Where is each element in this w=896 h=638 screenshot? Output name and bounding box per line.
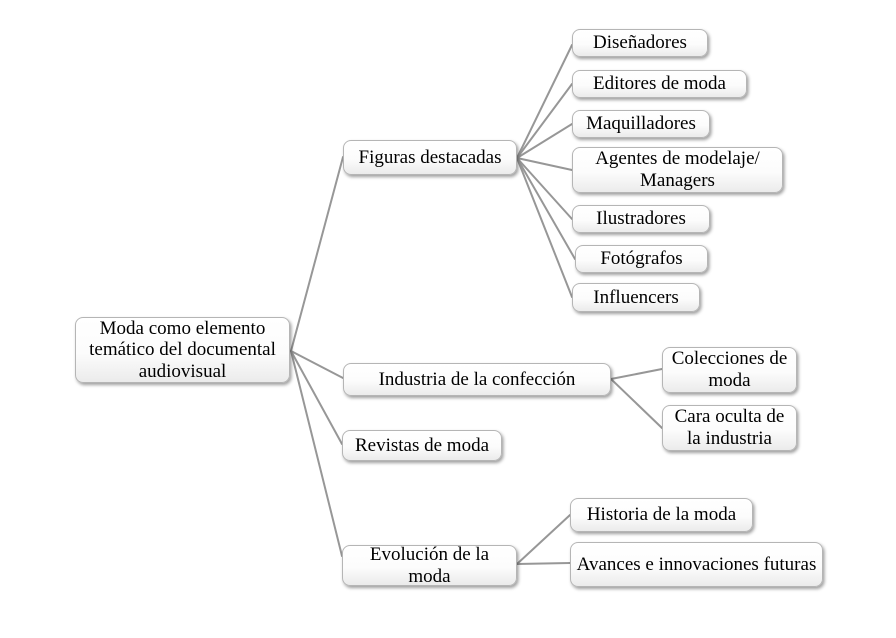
connector-line [516,83,573,159]
connector-line [516,157,573,171]
node-fotografos[interactable]: Fotógrafos [575,245,708,273]
connector-line [610,378,663,429]
connector-line [290,350,343,557]
node-maquilladores[interactable]: Maquilladores [572,110,710,138]
node-revistas-de-moda[interactable]: Revistas de moda [342,430,502,461]
node-root[interactable]: Moda como elemento temático del document… [75,317,290,383]
node-evolucion-de-la-moda[interactable]: Evolución de la moda [342,544,517,587]
connector-line [516,157,573,298]
connector-line [516,123,573,159]
node-cara-oculta-de-la-industria[interactable]: Cara oculta de la industria [662,405,797,451]
node-disenadores[interactable]: Diseñadores [572,29,708,57]
connector-line [290,156,344,352]
node-ilustradores[interactable]: Ilustradores [572,205,710,233]
node-industria-de-la-confeccion[interactable]: Industria de la confección [343,363,611,396]
connector-line [516,562,571,565]
connector-line [610,368,663,380]
connector-line [516,44,573,159]
connector-line [290,350,344,379]
node-avances-e-innovaciones-futuras[interactable]: Avances e innovaciones futuras [570,542,823,587]
node-agentes-de-modelaje-managers[interactable]: Agentes de modelaje/ Managers [572,147,783,193]
node-figuras-destacadas[interactable]: Figuras destacadas [343,140,517,175]
connector-line [290,350,343,445]
connector-line [516,514,571,565]
node-historia-de-la-moda[interactable]: Historia de la moda [570,498,753,532]
node-influencers[interactable]: Influencers [572,283,700,312]
node-editores-de-moda[interactable]: Editores de moda [572,70,747,98]
connector-line [516,157,573,220]
connector-line [516,157,576,260]
connector-group [290,44,663,565]
node-colecciones-de-moda[interactable]: Colecciones de moda [662,347,797,393]
